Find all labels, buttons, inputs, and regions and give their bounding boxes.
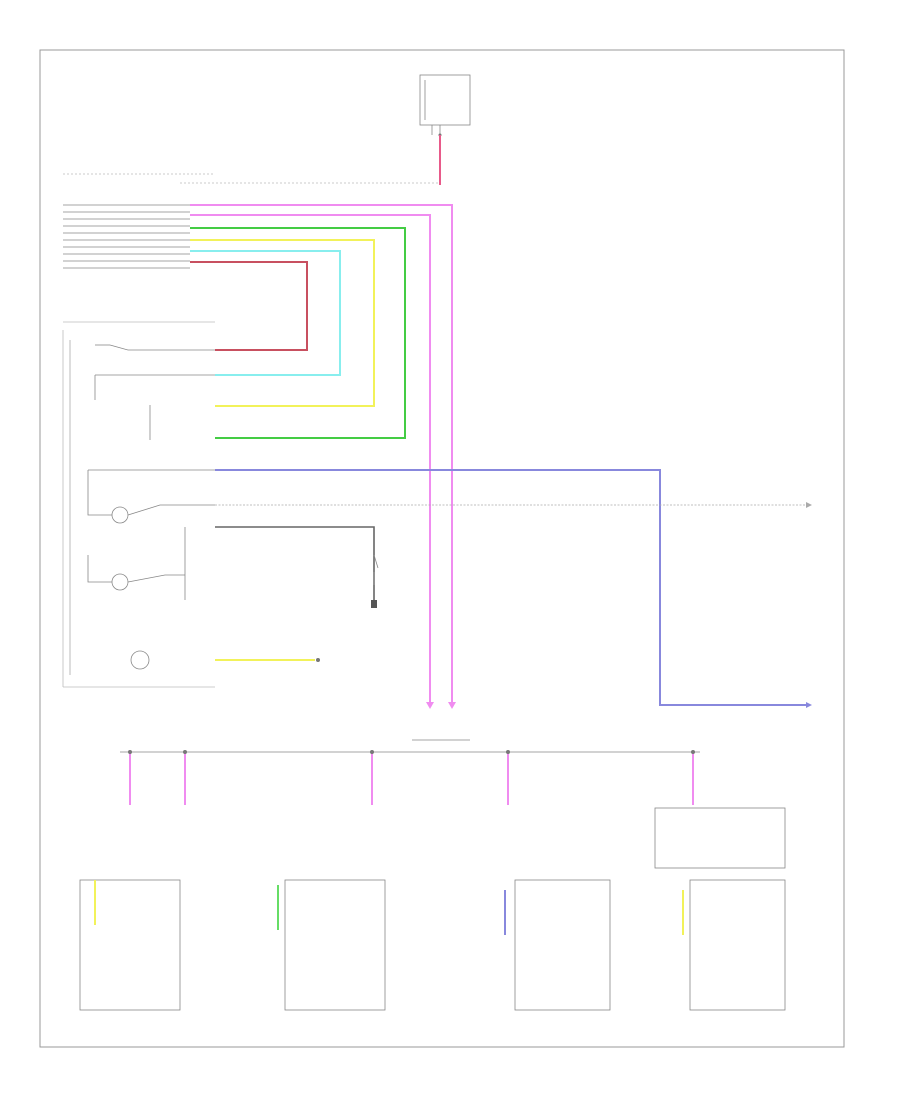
wire-pink-2 (190, 214, 431, 705)
ground-symbol (371, 600, 377, 608)
switch-symbol (94, 344, 215, 440)
blue-arrow (806, 702, 812, 708)
wire-dark-grey (215, 526, 375, 606)
diagram-frame (39, 49, 845, 1048)
wire-cyan (190, 250, 341, 376)
splice-dot (128, 750, 695, 754)
door-box-2 (284, 879, 386, 1011)
connector-arrow-2 (448, 702, 456, 709)
lamp-symbol-2 (111, 573, 129, 591)
connector-rows (63, 204, 190, 269)
wire-red (190, 261, 308, 351)
wire-blue (215, 469, 810, 706)
door-box-4 (654, 807, 786, 869)
door-box-1 (79, 879, 181, 1011)
wire-yellow (190, 239, 375, 407)
drop-wires (129, 752, 694, 805)
door-box-5 (689, 879, 786, 1011)
fuse-block (419, 74, 471, 137)
wire-pink-1 (190, 204, 453, 705)
lamp-symbol-1 (111, 506, 129, 524)
grey-arrow (806, 502, 812, 508)
connector-arrow-1 (426, 702, 434, 709)
wire-green (190, 227, 406, 439)
door-box-3 (514, 879, 611, 1011)
dome-lamp-symbol (130, 650, 150, 670)
